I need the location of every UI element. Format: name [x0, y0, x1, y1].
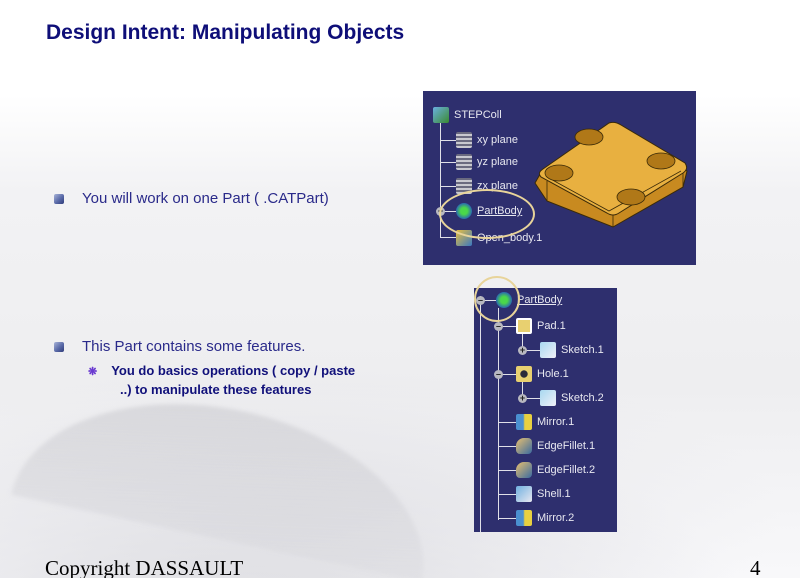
- pad-icon: [516, 318, 532, 334]
- shell-icon: [516, 486, 532, 502]
- tree-node-xy-plane[interactable]: xy plane: [456, 132, 518, 148]
- tree-node-shell-1[interactable]: Shell.1: [516, 486, 571, 502]
- expand-icon[interactable]: +: [518, 345, 527, 355]
- mirror-icon: [516, 414, 532, 430]
- sketch-icon: [540, 390, 556, 406]
- copyright-footer: Copyright DASSAULT: [45, 556, 244, 578]
- bullet-2: This Part contains some features.: [54, 338, 305, 355]
- bullet-1: You will work on one Part ( .CATPart): [54, 190, 329, 207]
- tree-node-sketch-2[interactable]: Sketch.2: [540, 390, 604, 406]
- tree-node-hole-1[interactable]: Hole.1: [516, 366, 569, 382]
- bullet-2-text: This Part contains some features.: [82, 338, 306, 355]
- sub-bullet-line-1: You do basics operations ( copy / paste: [111, 363, 356, 378]
- highlight-ellipse: [439, 189, 535, 239]
- sub-bullet-line-2: ..) to manipulate these features: [120, 382, 312, 397]
- hole-icon: [516, 366, 532, 382]
- sketch-icon: [540, 342, 556, 358]
- tree-node-yz-plane[interactable]: yz plane: [456, 154, 518, 170]
- tree-node-sketch-1[interactable]: Sketch.1: [540, 342, 604, 358]
- sub-bullet: ❋ You do basics operations ( copy / paste…: [88, 362, 408, 399]
- plane-icon: [456, 154, 472, 170]
- 3d-part-model: [534, 121, 688, 228]
- catia-screenshot-part: STEPColl xy plane yz plane zx plane + Pa…: [423, 91, 696, 265]
- highlight-circle: [474, 276, 520, 322]
- collapse-icon[interactable]: –: [494, 321, 503, 331]
- cube-bullet-icon: [54, 341, 64, 352]
- star-bullet-icon: ❋: [88, 366, 98, 378]
- slide-title: Design Intent: Manipulating Objects: [46, 21, 405, 44]
- mirror-icon: [516, 510, 532, 526]
- tree-node-edgefillet-1[interactable]: EdgeFillet.1: [516, 438, 595, 454]
- expand-icon[interactable]: +: [518, 393, 527, 403]
- page-number: 4: [750, 556, 761, 578]
- plane-icon: [456, 132, 472, 148]
- catia-specification-tree: – PartBody – Pad.1 + Sketch.1 – Hole.1 +…: [474, 288, 617, 532]
- edge-fillet-icon: [516, 462, 532, 478]
- tree-node-mirror-2[interactable]: Mirror.2: [516, 510, 574, 526]
- tree-node-mirror-1[interactable]: Mirror.1: [516, 414, 574, 430]
- geometric-set-icon: [433, 107, 449, 123]
- edge-fillet-icon: [516, 438, 532, 454]
- collapse-icon[interactable]: –: [494, 369, 503, 379]
- tree-node-stepcoll[interactable]: STEPColl: [433, 107, 502, 123]
- bullet-1-text: You will work on one Part ( .CATPart): [82, 190, 329, 207]
- tree-node-edgefillet-2[interactable]: EdgeFillet.2: [516, 462, 595, 478]
- tree-node-pad-1[interactable]: Pad.1: [516, 318, 566, 334]
- cube-bullet-icon: [54, 193, 64, 204]
